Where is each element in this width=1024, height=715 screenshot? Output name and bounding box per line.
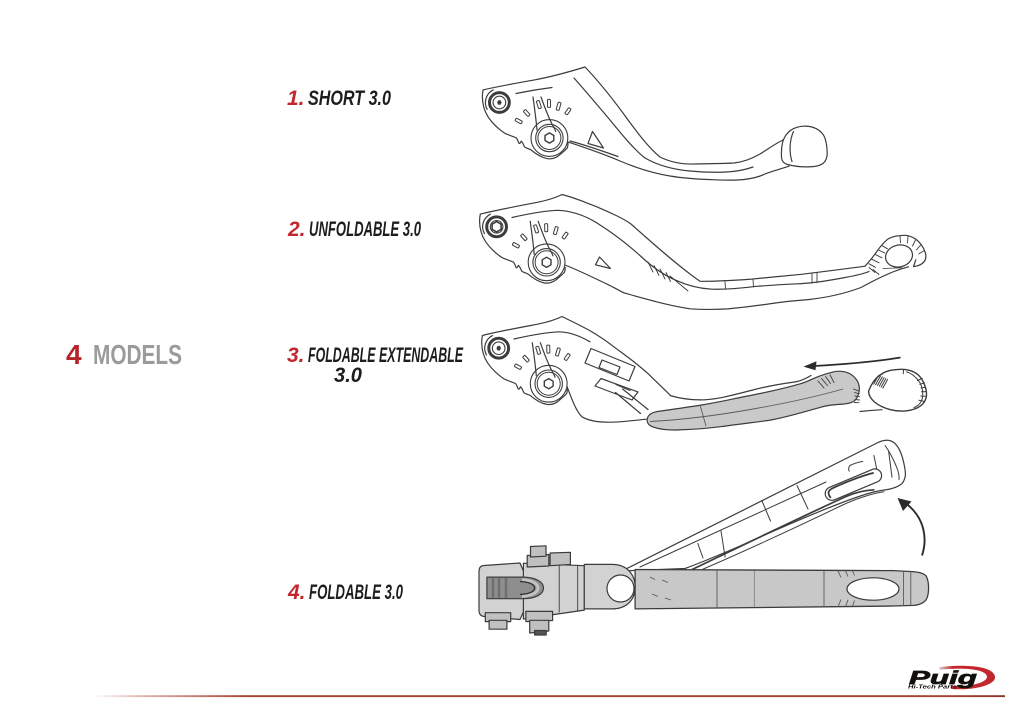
svg-text:3.0: 3.0 bbox=[334, 364, 362, 387]
svg-text:3.: 3. bbox=[287, 344, 305, 367]
svg-text:4: 4 bbox=[66, 339, 82, 370]
svg-text:FOLDABLE EXTENDABLE: FOLDABLE EXTENDABLE bbox=[308, 344, 464, 367]
svg-text:4.: 4. bbox=[287, 581, 306, 604]
svg-text:Puig: Puig bbox=[909, 667, 977, 688]
svg-text:MODELS: MODELS bbox=[93, 339, 182, 370]
svg-text:1.: 1. bbox=[287, 87, 305, 110]
svg-text:SHORT 3.0: SHORT 3.0 bbox=[308, 87, 391, 110]
svg-text:FOLDABLE 3.0: FOLDABLE 3.0 bbox=[309, 581, 403, 604]
svg-text:2.: 2. bbox=[287, 218, 306, 241]
svg-text:Hi-Tech Parts: Hi-Tech Parts bbox=[908, 684, 957, 690]
svg-text:UNFOLDABLE 3.0: UNFOLDABLE 3.0 bbox=[309, 218, 421, 241]
